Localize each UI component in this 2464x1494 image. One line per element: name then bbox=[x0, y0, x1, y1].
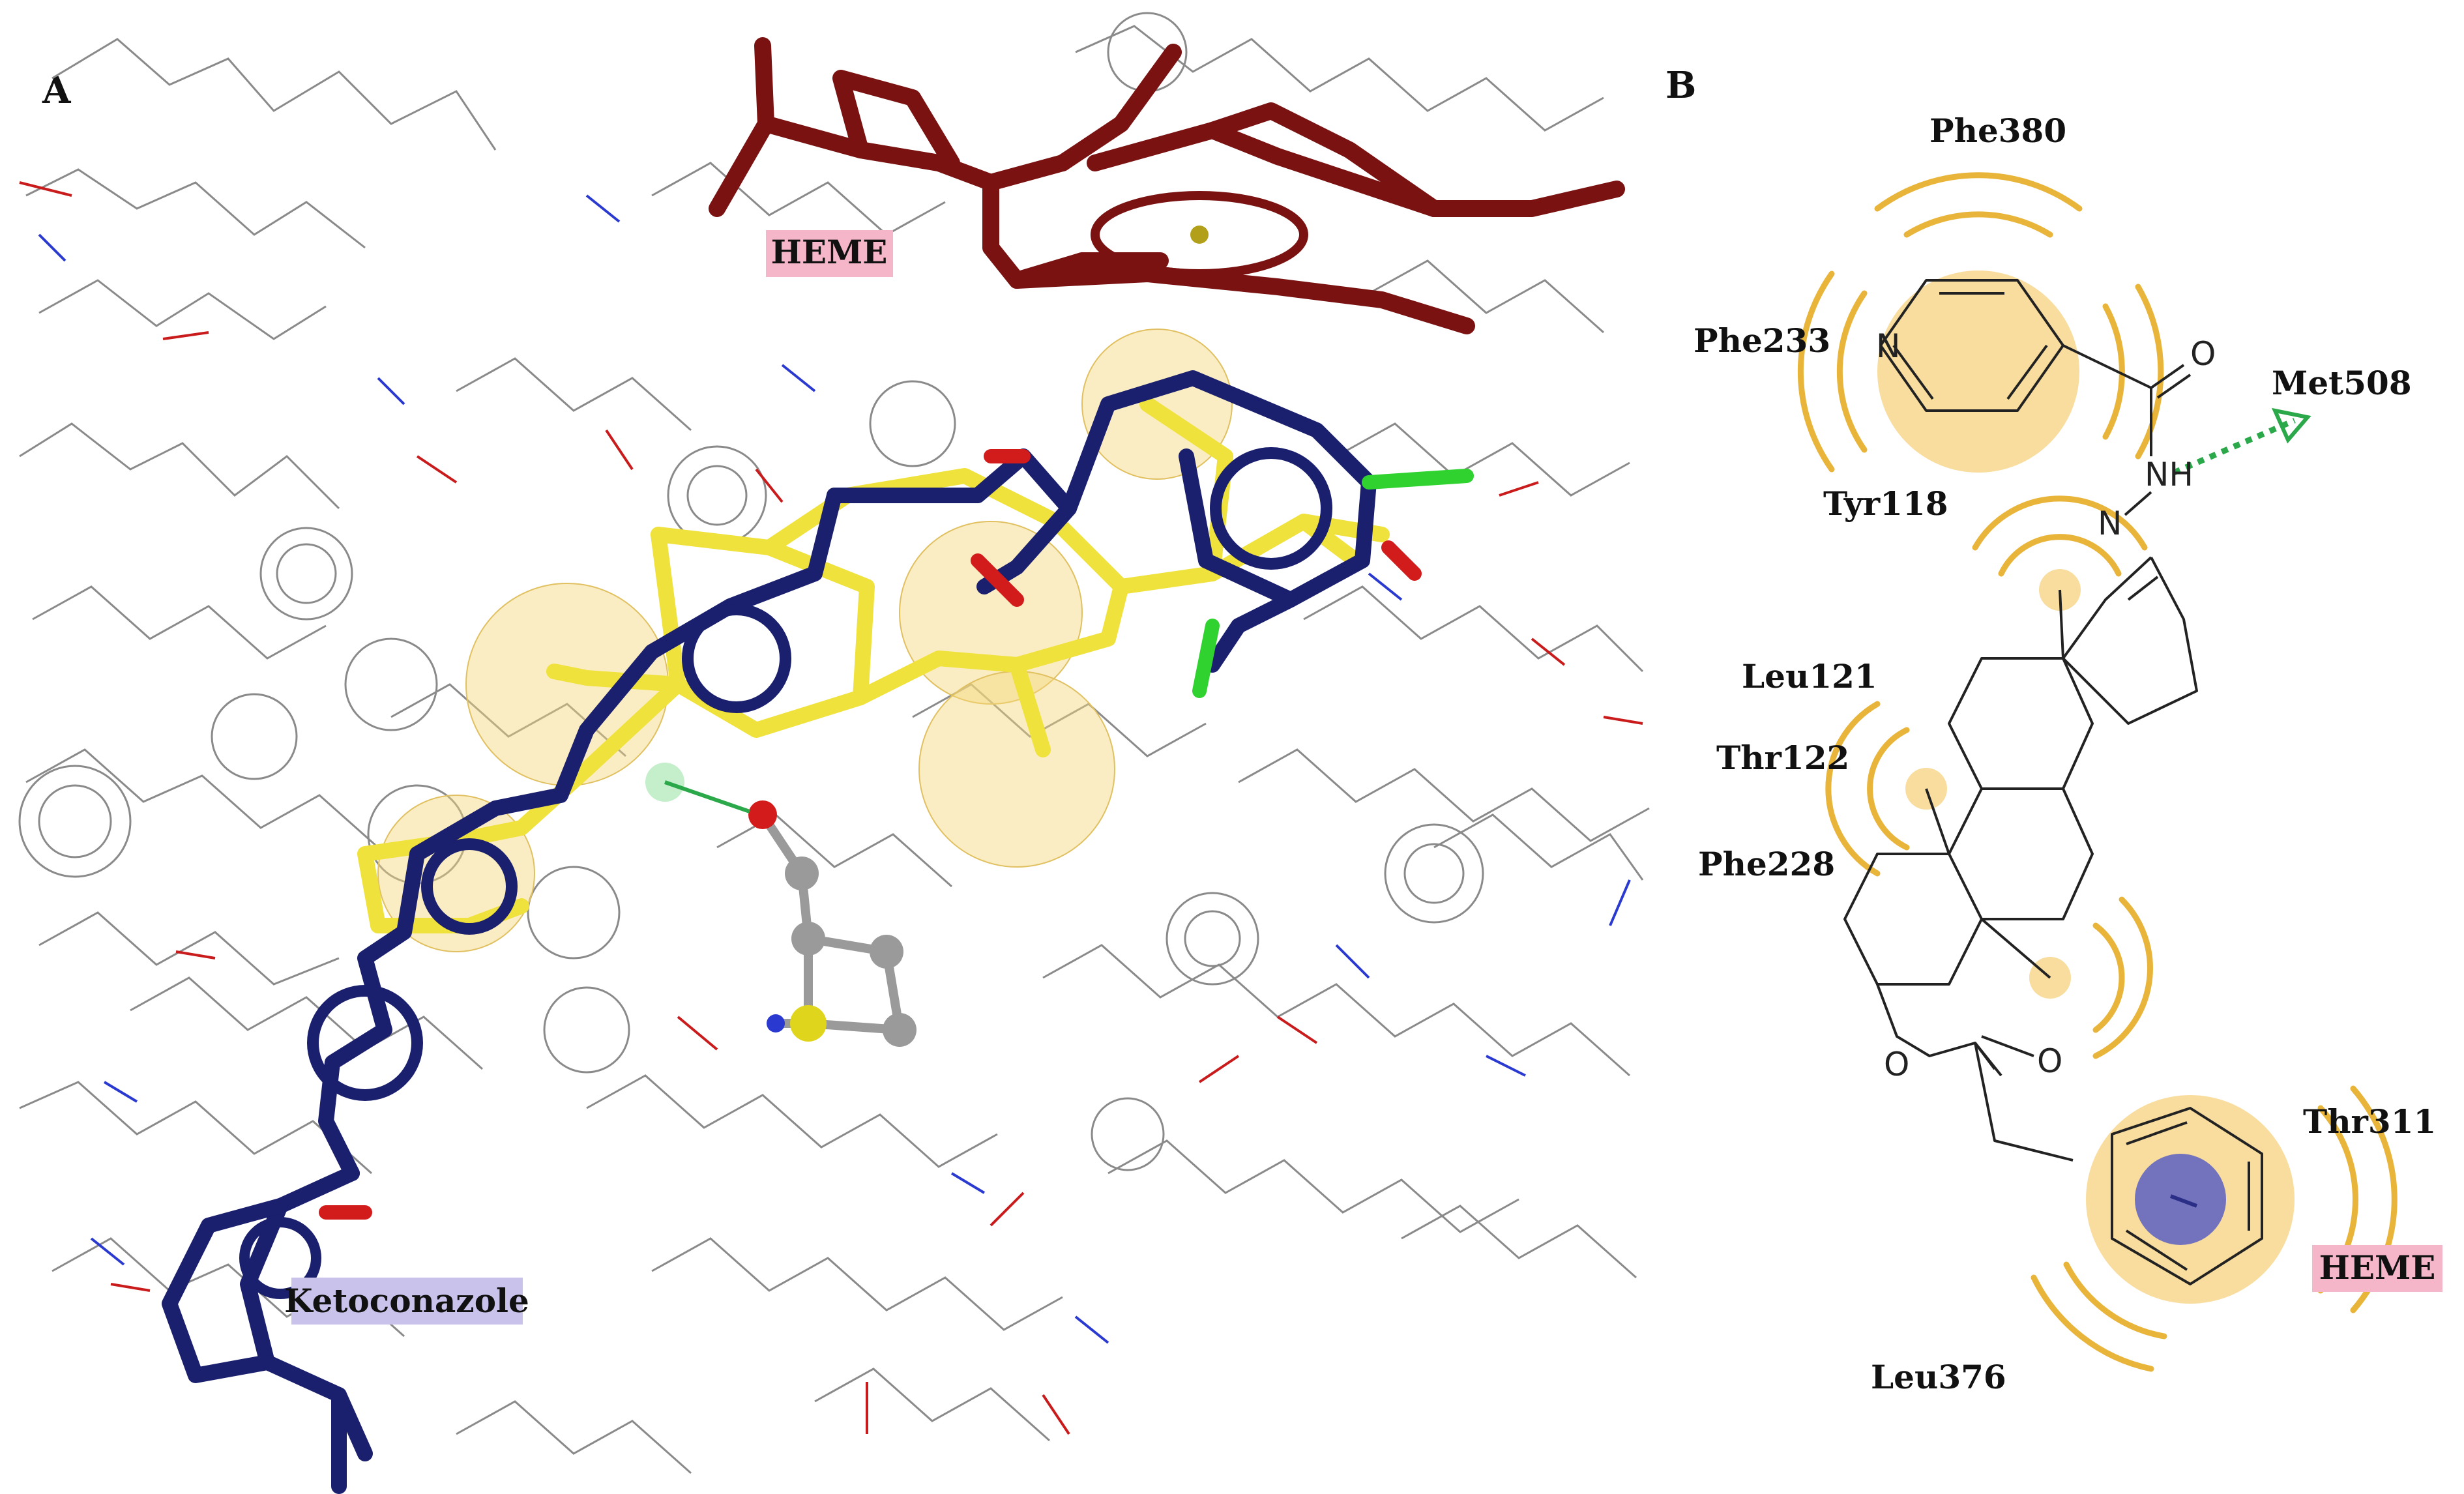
residue-thr311: Thr311 bbox=[2303, 1102, 2436, 1141]
residue-tyr118: Tyr118 bbox=[1823, 484, 1948, 523]
panel-b-letter: B bbox=[1665, 64, 1696, 107]
panel-b-heme-tag-bg bbox=[2312, 1245, 2442, 1292]
atom-n-pyridine: N bbox=[1876, 327, 1900, 365]
met508-hbond-line bbox=[2173, 417, 2296, 476]
residue-phe380: Phe380 bbox=[1929, 111, 2066, 150]
heme-iron-atom bbox=[1190, 226, 1209, 244]
ketoconazole-heteroatoms bbox=[319, 449, 1474, 1220]
hydrophobic-halos bbox=[1877, 271, 2295, 1304]
panel-a-heme-tag-bg bbox=[766, 230, 893, 277]
atom-n-imine: N bbox=[2098, 505, 2122, 542]
panel-b: B bbox=[1665, 64, 2442, 1396]
residue-phe233: Phe233 bbox=[1694, 321, 1830, 360]
panel-a-ketoconazole-tag-bg bbox=[291, 1278, 523, 1325]
residue-met508: Met508 bbox=[2272, 364, 2412, 402]
panel-b-heme-tag: HEME bbox=[2319, 1248, 2436, 1287]
hbond-acceptor-arrow-icon bbox=[2271, 407, 2311, 444]
panel-a-ketoconazole-tag: Ketoconazole bbox=[284, 1282, 529, 1320]
atom-o-amide: O bbox=[2190, 335, 2216, 373]
residue-leu121: Leu121 bbox=[1742, 657, 1877, 696]
atom-nh: NH bbox=[2145, 456, 2193, 493]
panel-a: A bbox=[18, 12, 1650, 1494]
residue-thr122: Thr122 bbox=[1716, 739, 1849, 777]
atom-o-ester: O bbox=[1884, 1046, 1909, 1083]
ligand-2d-skeleton bbox=[1843, 279, 2263, 1285]
panel-a-hbond bbox=[664, 780, 750, 813]
panel-a-heme-tag: HEME bbox=[771, 233, 888, 271]
ball-and-stick-fragment bbox=[748, 800, 917, 1047]
protein-heteroatom-accents bbox=[19, 181, 1643, 1435]
protein-wireframe bbox=[19, 25, 1650, 1474]
heme-pi-interaction-pointer bbox=[2169, 1194, 2198, 1208]
residue-phe228: Phe228 bbox=[1698, 845, 1835, 883]
residue-leu376: Leu376 bbox=[1871, 1358, 2006, 1396]
heme-molecule bbox=[709, 37, 1625, 334]
atom-o-ester-carbonyl: O bbox=[2037, 1042, 2062, 1080]
ketoconazole-molecule bbox=[162, 370, 1377, 1494]
